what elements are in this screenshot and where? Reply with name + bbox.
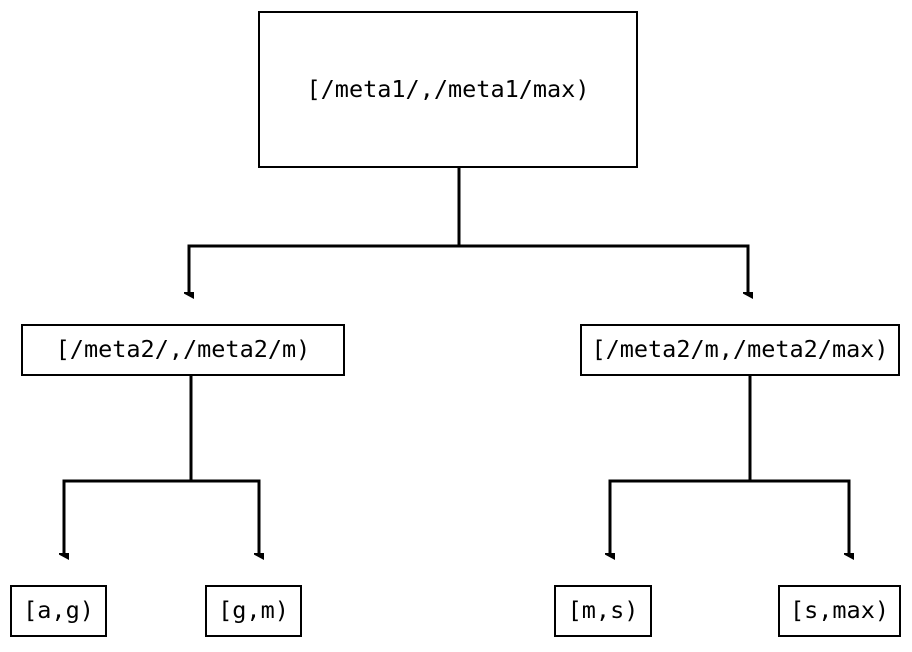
edge-root-to-mid-right bbox=[459, 244, 748, 292]
edge-mid-right-to-leaf-4 bbox=[750, 479, 849, 553]
node-leaf-2[interactable]: [g,m) bbox=[205, 585, 302, 637]
edge-mid-left-to-leaf-1 bbox=[64, 376, 193, 553]
node-leaf-1[interactable]: [a,g) bbox=[10, 585, 107, 637]
node-leaf-2-label: [g,m) bbox=[218, 596, 289, 625]
node-mid-left[interactable]: [/meta2/,/meta2/m) bbox=[21, 324, 345, 376]
edge-mid-right-to-leaf-3 bbox=[610, 376, 752, 553]
edge-mid-left-to-leaf-2 bbox=[191, 479, 259, 553]
node-leaf-4-label: [s,max) bbox=[789, 596, 890, 625]
node-mid-right[interactable]: [/meta2/m,/meta2/max) bbox=[580, 324, 900, 376]
node-leaf-1-label: [a,g) bbox=[23, 596, 94, 625]
node-root[interactable]: [/meta1/,/meta1/max) bbox=[258, 11, 638, 168]
node-leaf-3[interactable]: [m,s) bbox=[554, 585, 652, 637]
node-mid-right-label: [/meta2/m,/meta2/max) bbox=[591, 335, 889, 364]
node-leaf-3-label: [m,s) bbox=[567, 596, 639, 625]
node-root-label: [/meta1/,/meta1/max) bbox=[306, 74, 590, 103]
edge-root-to-mid-left bbox=[189, 168, 461, 292]
node-leaf-4[interactable]: [s,max) bbox=[778, 585, 901, 637]
node-mid-left-label: [/meta2/,/meta2/m) bbox=[55, 335, 311, 364]
